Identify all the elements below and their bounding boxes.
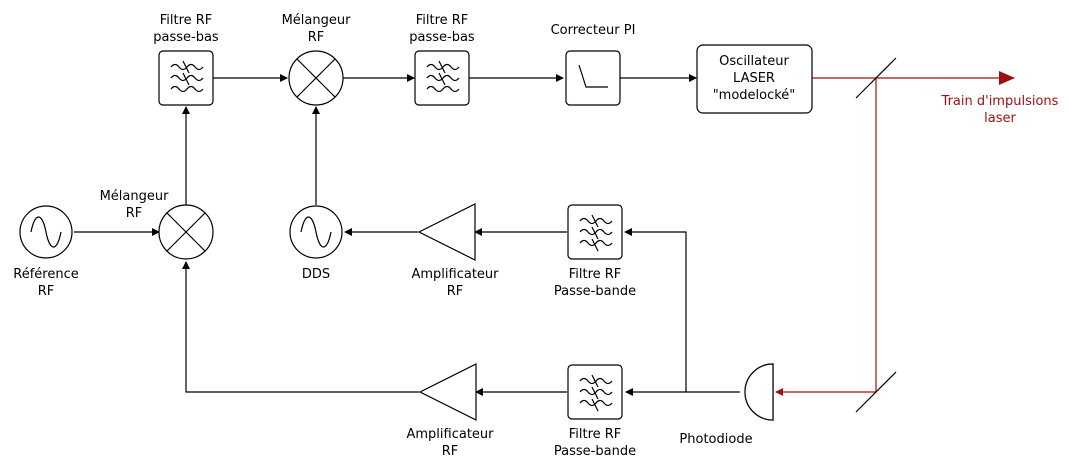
label-line: passe-bas (409, 30, 475, 45)
lpf-2-label: Filtre RF passe-bas (409, 13, 475, 45)
sine-icon (300, 216, 332, 248)
amplifier-bottom (418, 363, 477, 421)
label-line: RF (126, 206, 143, 221)
bpf-mid-label: Filtre RF Passe-bande (554, 267, 636, 299)
label-line: RF (447, 284, 464, 299)
label-line: Filtre RF (416, 13, 469, 28)
label-line: Amplificateur (411, 267, 499, 282)
output-label: Train d'impulsions laser (941, 94, 1059, 126)
label-line: Oscillateur (719, 54, 789, 69)
wire-amp-to-mixer (182, 261, 419, 393)
label-line: LASER (733, 71, 775, 86)
bpf-bot-label: Filtre RF Passe-bande (554, 427, 636, 459)
label-line: Filtre RF (160, 13, 213, 28)
label-line: Train d'impulsions (941, 94, 1059, 109)
label-line: RF (308, 30, 325, 45)
label-line: "modelocké" (713, 88, 796, 103)
filter-icon (426, 60, 460, 93)
label-line: Mélangeur (282, 13, 352, 28)
filter-icon (579, 374, 613, 412)
wires (74, 74, 740, 396)
filter-icon (170, 60, 204, 93)
label-line: Mélangeur (100, 189, 170, 204)
wire-pd-to-bpf-mid (624, 228, 687, 392)
label-line: DDS (302, 267, 330, 282)
laser-path (775, 57, 1015, 413)
label-line: Passe-bande (554, 444, 636, 459)
pi-corrector-block (565, 50, 621, 106)
pi-response-icon (578, 64, 608, 88)
laser-oscillator-block (696, 44, 813, 114)
bpf-bottom-block (567, 364, 623, 420)
photodiode-label: Photodiode (679, 432, 752, 447)
dds-label: DDS (302, 267, 330, 282)
label-line: Filtre RF (569, 427, 622, 442)
pi-label: Correcteur PI (551, 23, 636, 38)
reference-source (19, 205, 73, 259)
label-line: Amplificateur (406, 427, 494, 442)
beam-splitter-mirror (855, 57, 897, 99)
label-line: Photodiode (679, 432, 752, 447)
fold-mirror (855, 371, 897, 413)
photodiode-body (744, 363, 774, 421)
mixer-left (158, 204, 214, 260)
bpf-mid-block (567, 204, 623, 260)
lpf-2-block (414, 50, 470, 106)
label-line: RF (442, 444, 459, 459)
amplifier-mid (417, 203, 476, 261)
filter-icon (579, 214, 613, 252)
label-line: passe-bas (153, 30, 219, 45)
dds-source (289, 205, 343, 259)
sine-icon (30, 216, 62, 248)
label-line: RF (38, 284, 55, 299)
lpf-1-block (158, 50, 214, 106)
label-line: Passe-bande (554, 284, 636, 299)
label-line: laser (984, 111, 1016, 126)
mixer-top (288, 50, 344, 106)
lpf-1-label: Filtre RF passe-bas (153, 13, 219, 45)
label-line: Référence (13, 267, 78, 282)
label-line: Correcteur PI (551, 23, 636, 38)
label-line: Filtre RF (569, 267, 622, 282)
